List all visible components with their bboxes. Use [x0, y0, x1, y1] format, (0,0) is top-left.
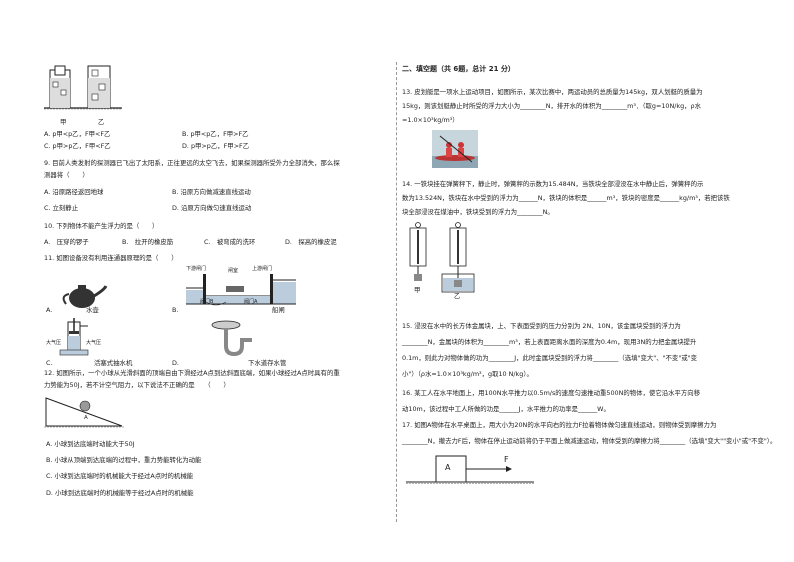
teapot-figure [62, 285, 108, 308]
q16-line-2: 动10m，该过程中工人所做的功是______J，水平推力的功率是______W。 [402, 405, 610, 413]
block-label-a: A [445, 463, 451, 472]
q12-option-c: C. 小球到达底端时的机械能大于经过A点时的机械能 [46, 472, 194, 480]
q14-line-3: 块全部浸没在煤油中，铁块受到的浮力为________N。 [402, 208, 554, 216]
q11-stem: 11. 如图设备没有利用连通器原理的是（ ） [44, 254, 178, 262]
q10-option-b: B. 拉开的橡皮筋 [122, 238, 174, 246]
q17-line-2: ________N，撤去力F后，物体在停止运动前将仍于平面上做减速运动，物体受到… [402, 437, 777, 445]
q15-line-2: ________N，金属块的体积为________m³，若上表面距离水面的深度为… [402, 338, 697, 346]
q8-option-b: B. p甲<p乙，F甲>F乙 [182, 130, 249, 138]
q14-label-jia: 甲 [414, 286, 421, 294]
q12-option-a: A. 小球到达底端时动能大于50J [46, 440, 135, 448]
q11-label-drain: 下水道存水管 [248, 359, 287, 367]
q9-option-c: C. 立刻静止 [44, 204, 79, 212]
q14-label-yi: 乙 [454, 292, 461, 300]
q11-label-teapot: 水壶 [86, 306, 99, 314]
q8-option-c: C. p甲>p乙，F甲<F乙 [44, 142, 111, 150]
fig-label-jia: 甲 [60, 118, 67, 126]
section-title: 二、填空题（共 6题，总计 21 分） [402, 65, 515, 73]
q9-stem: 9. 目前人类发射的探测器已飞出了太阳系，正往更远的太空飞去，如果探测器所受外力… [44, 159, 340, 167]
q11-letter-c: C. [46, 359, 53, 367]
spring-scale-figure [409, 222, 475, 293]
label-valve-b: 阀门B [200, 299, 214, 305]
ship-lock-figure [186, 274, 296, 306]
q13-line-3: =1.0×10³kg/m³） [402, 116, 459, 124]
q8-option-d: D. p甲>p乙，F甲>F乙 [182, 142, 250, 150]
label-valve-a: 阀门A [244, 299, 258, 305]
label-atm-pressure-2: 大气压 [86, 340, 102, 346]
q8-option-a: A. p甲<p乙，F甲<F乙 [44, 130, 111, 138]
q13-line-1: 13. 皮划艇是一项水上运动项目，如图所示，某次比赛中，两运动员的总质量为145… [402, 88, 703, 96]
q11-label-pump: 活塞式抽水机 [94, 359, 133, 367]
q11-letter-d: D. [172, 359, 179, 367]
q10-option-d: D. 探高的橡皮泥 [285, 238, 337, 246]
q10-option-c: C. 被弯成的洗环 [204, 238, 256, 246]
q9-stem-cont: 测器将（ ） [44, 171, 89, 179]
q13-line-2: 15kg，则该划艇静止时所受的浮力大小为________N，排开水的体积为___… [402, 102, 701, 110]
q8-containers-figure [44, 65, 122, 110]
kayak-photo [432, 130, 478, 168]
q10-option-a: A. 压穿的锣子 [44, 238, 89, 246]
column-divider [396, 62, 397, 522]
block-force-figure [406, 455, 534, 484]
q16-line-1: 16. 某工人在水平地面上，用100N水平推力以0.5m/s的速度匀速推动重50… [402, 389, 701, 397]
q10-stem: 10. 下列物体不能产生浮力的是（ ） [44, 222, 159, 230]
incline-figure: A [44, 397, 124, 428]
q12-option-b: B. 小球从顶端到达底端的过程中，重力势能转化为动能 [46, 456, 202, 464]
drain-trap-figure [211, 320, 252, 357]
q15-line-4: 小"）（ρ水=1.0×10³kg/m³，g取10 N/kg）。 [402, 370, 533, 378]
label-lock-chamber: 闸室 [228, 268, 239, 274]
q11-letter-a: A. [46, 306, 53, 314]
q15-line-1: 15. 浸没在水中的长方体金属块，上、下表面受到的压力分别为 2N、10N，该金… [402, 322, 681, 330]
q9-option-a: A. 沿原路径返回地球 [44, 188, 104, 196]
q17-line-1: 17. 如图A物体在水平桌面上，用大小为20N的水平向右的拉力F拉着物体做匀速直… [402, 421, 717, 429]
label-atm-pressure-1: 大气压 [46, 340, 62, 346]
label-upstream-gate: 上游闸门 [252, 266, 273, 272]
q14-line-1: 14. 一铁块挂在弹簧秤下，静止时，弹簧秤的示数为15.484N，当铁块全部浸没… [402, 180, 704, 188]
q12-stem-cont: 力势能为50J，若不计空气阻力，以下说法不正确的是 （ ） [44, 381, 230, 389]
q12-option-d: D. 小球到达底端时的机械能等于经过A点时的机械能 [46, 489, 194, 497]
q12-stem: 12. 如图所示，一个小球从光滑斜面的顶端自由下滑经过A点到达斜面底端，如果小球… [44, 369, 340, 377]
fig-label-yi: 乙 [98, 118, 105, 126]
q11-label-shiplock: 船闸 [272, 306, 285, 314]
label-downstream-gate: 下游闸门 [186, 266, 207, 272]
q14-line-2: 数为13.524N，铁块在水中受到的浮力为______N，铁块的体积是_____… [402, 194, 730, 202]
q9-option-b: B. 沿原方向做减速直线运动 [172, 188, 251, 196]
q15-line-3: 0.1m，则此力对物体做的功为________J，此时金属块受到的浮力将____… [402, 354, 697, 362]
svg-text:A: A [84, 415, 88, 421]
q11-letter-b: B. [172, 306, 179, 314]
piston-pump-figure [59, 318, 89, 356]
q9-option-d: D. 沿原方向做匀速直线运动 [172, 204, 252, 212]
force-label-f: F [504, 455, 509, 464]
